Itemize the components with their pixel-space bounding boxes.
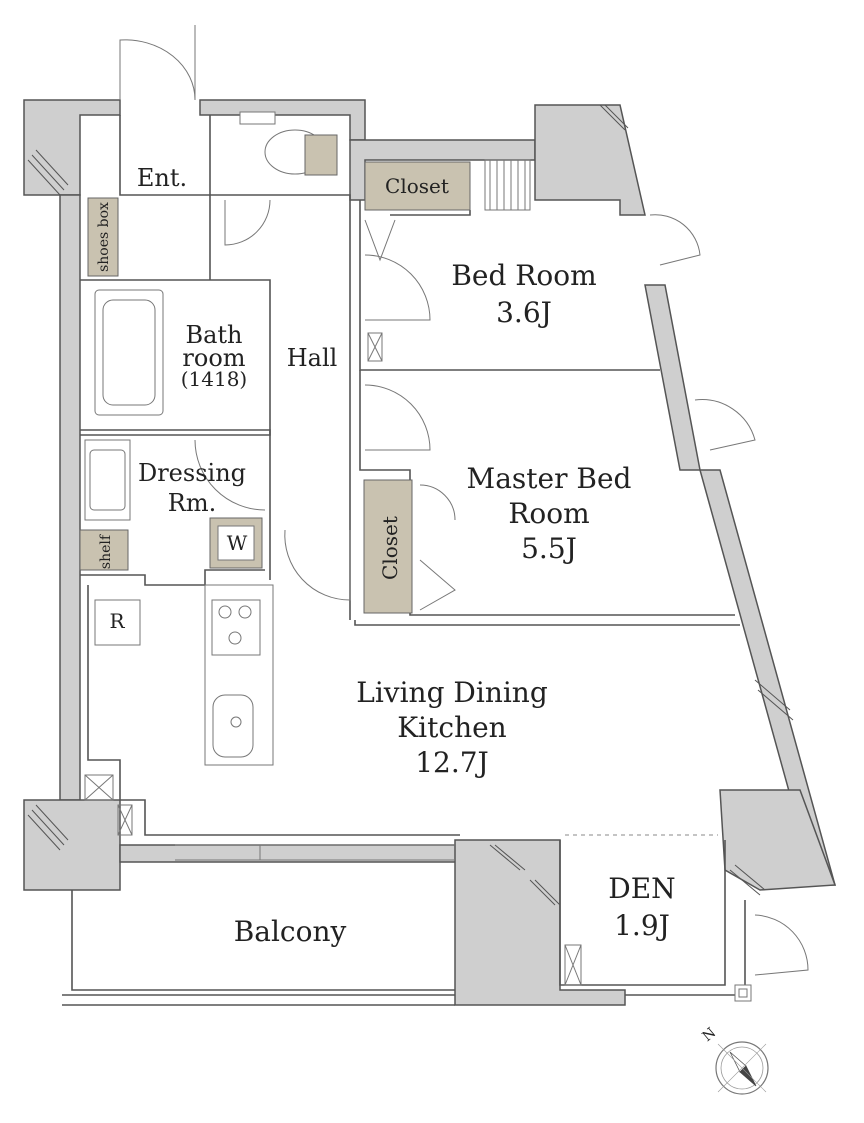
doors bbox=[119, 25, 809, 976]
label-master-size: 5.5J bbox=[521, 532, 577, 565]
shelf-unit bbox=[79, 529, 129, 571]
den-outline bbox=[565, 834, 752, 1002]
label-ldk-2: Kitchen bbox=[397, 711, 506, 744]
compass-north-label: N bbox=[700, 1025, 720, 1045]
label-closet-top: Closet bbox=[385, 174, 449, 198]
closet-master-box bbox=[363, 479, 413, 614]
label-washer: W bbox=[227, 531, 248, 555]
label-bedroom-size: 3.6J bbox=[496, 296, 552, 329]
label-balcony: Balcony bbox=[234, 915, 347, 948]
label-shelf: shelf bbox=[98, 533, 114, 569]
label-hall: Hall bbox=[287, 344, 338, 372]
shoes-box-cabinet bbox=[87, 197, 119, 277]
balcony-outline bbox=[62, 844, 455, 1006]
bathtub bbox=[94, 289, 164, 416]
exterior-walls bbox=[23, 99, 837, 1006]
washbasin bbox=[84, 439, 131, 521]
label-dressing-1: Dressing bbox=[138, 459, 246, 487]
label-den-size: 1.9J bbox=[614, 909, 670, 942]
label-ldk-size: 12.7J bbox=[415, 746, 489, 779]
kitchen-counter bbox=[204, 584, 274, 766]
label-master-1: Master Bed bbox=[467, 462, 632, 495]
label-master-2: Room bbox=[508, 497, 589, 530]
closet-top-box bbox=[364, 161, 471, 211]
label-ldk-1: Living Dining bbox=[356, 676, 548, 709]
label-bath-2: room bbox=[182, 344, 245, 372]
label-bedroom-name: Bed Room bbox=[451, 259, 596, 292]
label-den-name: DEN bbox=[608, 872, 675, 905]
refrigerator bbox=[94, 599, 141, 646]
label-fridge: R bbox=[109, 609, 125, 633]
label-entrance: Ent. bbox=[137, 164, 187, 192]
wall-hatching bbox=[27, 104, 794, 906]
toilet bbox=[239, 111, 338, 176]
label-closet-master: Closet bbox=[378, 516, 402, 580]
washer bbox=[209, 517, 263, 569]
compass-icon bbox=[715, 1041, 769, 1095]
stair-lines bbox=[484, 159, 531, 211]
interior-walls bbox=[80, 115, 740, 986]
label-bath-size: (1418) bbox=[181, 367, 248, 391]
pipe-shafts bbox=[84, 774, 582, 986]
label-dressing-2: Rm. bbox=[168, 489, 216, 517]
label-shoes-box: shoes box bbox=[96, 202, 112, 272]
label-bath-1: Bath bbox=[185, 321, 242, 349]
